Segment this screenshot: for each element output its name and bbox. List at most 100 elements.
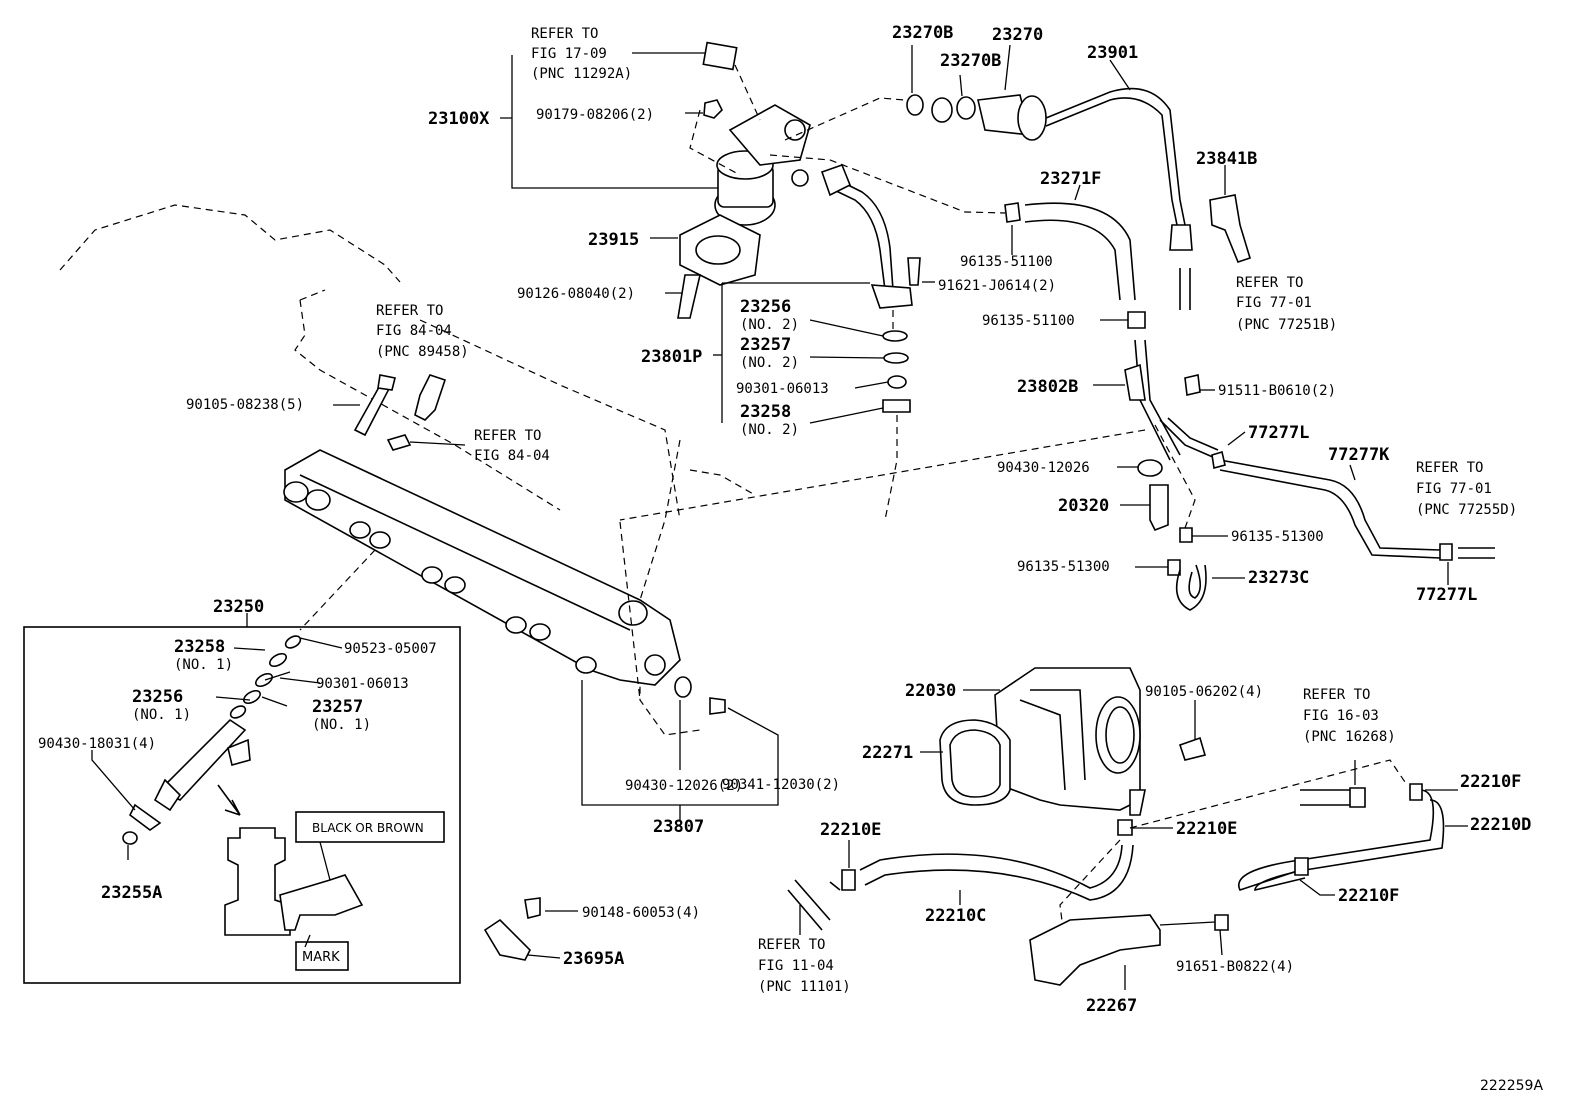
label-22210D: 22210D [1470,815,1531,835]
hose-23271F [769,154,1146,329]
label-23273C: 23273C [1248,568,1309,588]
refer-note-r3-line2: FIG 84-04 [474,448,550,464]
refer-note-r7-line3: (PNC 11101) [758,979,851,995]
fuel-rail [283,374,779,820]
label-90430-12026-2: 90430-12026(2) [625,778,743,794]
refer-note-r2-line2: FIG 84-04 [376,323,452,339]
label-23915: 23915 [588,230,639,250]
label-90301-low: 90301-06013 [316,676,409,692]
label-91651: 91651-B0822(4) [1176,959,1294,975]
fuel-pump-assembly [500,41,811,319]
label-22210E-b: 22210E [1176,819,1237,839]
injector-box [23,613,461,984]
label-22210E-a: 22210E [820,820,881,840]
label-23257-low: 23257 [312,697,363,717]
label-23256-low: 23256 [132,687,183,707]
label-90430-12026: 90430-12026 [997,460,1090,476]
label-23255A: 23255A [101,883,162,903]
pressure-regulator [784,44,1251,310]
tube-23802B [619,339,1245,611]
label-90341: 90341-12030(2) [722,777,840,793]
label-96135-51100-a: 96135-51100 [960,254,1053,270]
label-77277L-a: 77277L [1248,423,1309,443]
label-22271: 22271 [862,743,913,763]
label-23802B: 23802B [1017,377,1078,397]
hose-22210D [1059,759,1468,946]
refer-note-r5-line2: FIG 77-01 [1416,481,1492,497]
label-20320: 20320 [1058,496,1109,516]
refer-note-r1-line2: FIG 17-09 [531,46,607,62]
refer-note-r1-line1: REFER TO [531,26,598,42]
label-23270: 23270 [992,25,1043,45]
diagram-id: 222259A [1480,1078,1543,1094]
label-22267: 22267 [1086,996,1137,1016]
label-mark: MARK [302,950,340,965]
label-91621: 91621-J0614(2) [938,278,1056,294]
label-23695A: 23695A [563,949,624,969]
refer-note-r4-line1: REFER TO [1236,275,1303,291]
refer-note-r1-line3: (PNC 11292A) [531,66,632,82]
black-or-brown-box [295,811,445,843]
label-23256-low-no: (NO. 1) [132,707,191,723]
label-23801P: 23801P [641,347,702,367]
label-23271F: 23271F [1040,169,1101,189]
refer-note-r5-line3: (PNC 77255D) [1416,502,1517,518]
label-23258-top: 23258 [740,402,791,422]
label-96135-51100-b: 96135-51100 [982,313,1075,329]
refer-note-r7-line1: REFER TO [758,937,825,953]
label-23100X: 23100X [428,109,490,129]
refer-note-r4-line3: (PNC 77251B) [1236,317,1337,333]
mark-box [295,941,349,971]
label-22210F-a: 22210F [1460,772,1521,792]
refer-note-r2-line1: REFER TO [376,303,443,319]
label-23256-top: 23256 [740,297,791,317]
label-90105-08238: 90105-08238(5) [186,397,304,413]
label-23270B-b: 23270B [940,51,1001,71]
fuel-line-23801P [713,163,935,521]
label-23258-low: 23258 [174,637,225,657]
label-22210F-b: 22210F [1338,886,1399,906]
label-23270B-a: 23270B [892,23,953,43]
label-90126: 90126-08040(2) [517,286,635,302]
label-77277K: 77277K [1328,445,1390,465]
label-90523: 90523-05007 [344,641,437,657]
refer-note-r3-line1: REFER TO [474,428,541,444]
part-labels: REFER TO FIG 17-09 (PNC 11292A) REFER TO… [38,23,1543,1094]
label-22210C: 22210C [925,906,986,926]
label-23256-top-no: (NO. 2) [740,317,799,333]
refer-note-r6-line2: FIG 16-03 [1303,708,1379,724]
label-90301-top: 90301-06013 [736,381,829,397]
label-23807: 23807 [653,817,704,837]
label-77277L-b: 77277L [1416,585,1477,605]
label-96135-51300-b: 96135-51300 [1017,559,1110,575]
label-23901: 23901 [1087,43,1138,63]
label-23250: 23250 [213,597,264,617]
refer-note-r5-line1: REFER TO [1416,460,1483,476]
label-black-or-brown: BLACK OR BROWN [312,821,424,835]
label-91511: 91511-B0610(2) [1218,383,1336,399]
label-23257-top-no: (NO. 2) [740,355,799,371]
refer-note-r6-line1: REFER TO [1303,687,1370,703]
refer-note-r7-line2: FIG 11-04 [758,958,834,974]
throttle-body [920,667,1207,816]
label-90148: 90148-60053(4) [582,905,700,921]
label-23257-top: 23257 [740,335,791,355]
hose-77277K [1211,431,1495,585]
label-90430-18031: 90430-18031(4) [38,736,156,752]
pump-leaders [632,52,705,294]
engine-outline [59,204,756,736]
label-96135-51300-a: 96135-51300 [1231,529,1324,545]
label-90105-06202: 90105-06202(4) [1145,684,1263,700]
clip-23695A [483,897,578,961]
label-22030: 22030 [905,681,956,701]
label-23258-low-no: (NO. 1) [174,657,233,673]
refer-note-r4-line2: FIG 77-01 [1236,295,1312,311]
hose-22210C [787,819,1173,935]
label-23258-top-no: (NO. 2) [740,422,799,438]
bracket-22267 [1029,914,1229,990]
refer-note-r6-line3: (PNC 16268) [1303,729,1396,745]
label-23257-low-no: (NO. 1) [312,717,371,733]
label-23841B: 23841B [1196,149,1257,169]
